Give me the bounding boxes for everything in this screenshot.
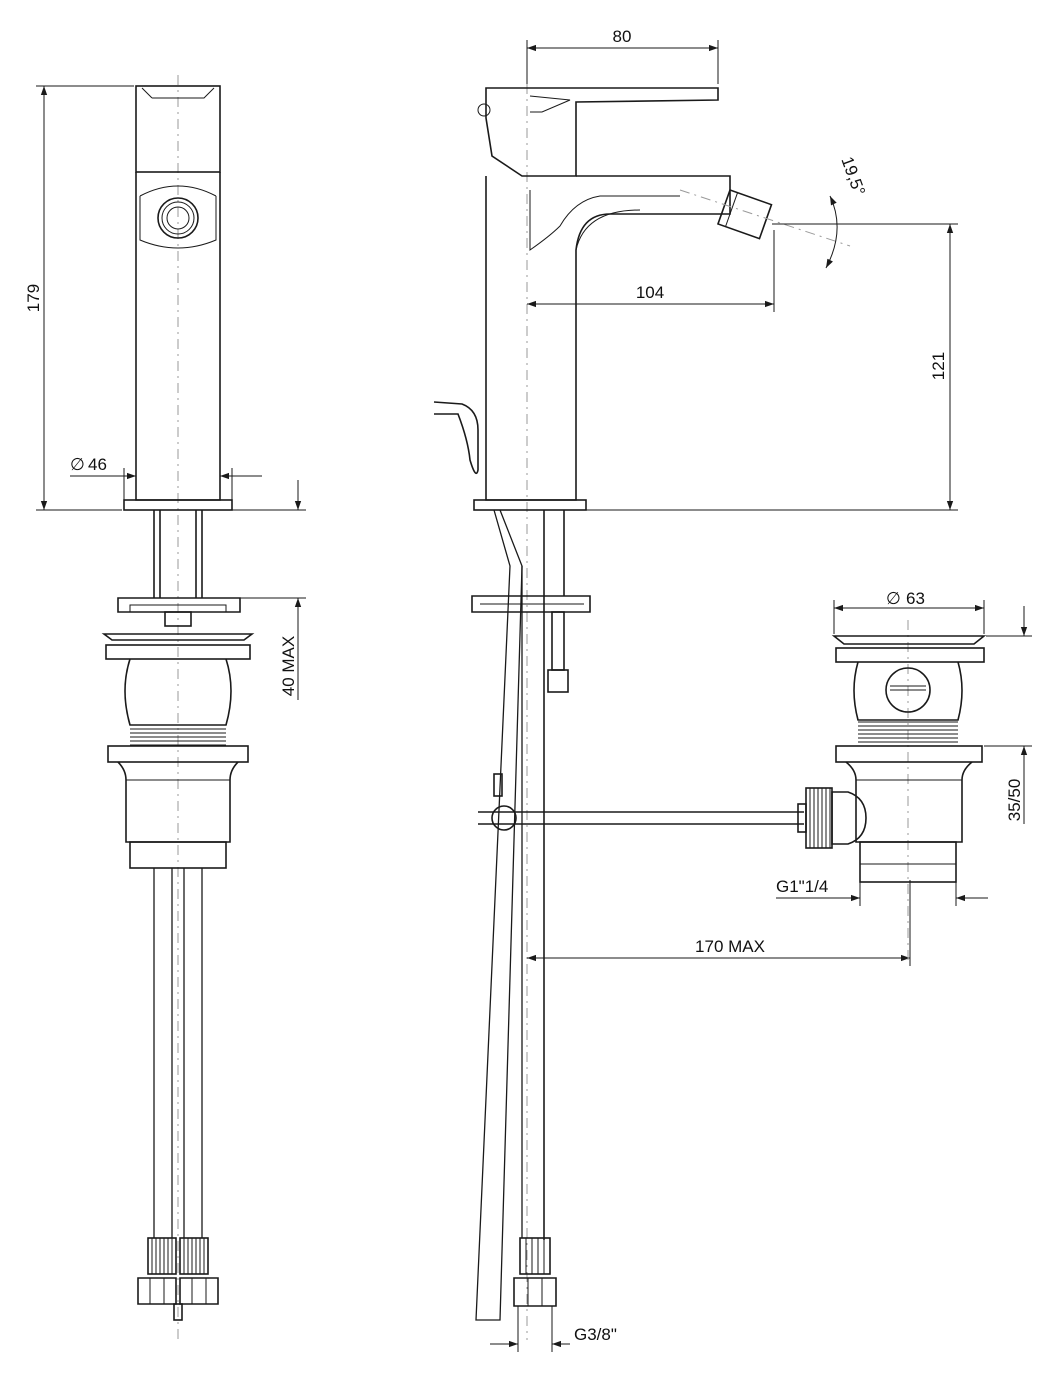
front-view: 179 ∅ 46 40 MAX xyxy=(24,75,306,1340)
diameter-symbol: ∅ xyxy=(70,455,85,474)
dim-waste-thread: G1"1/4 xyxy=(776,877,828,896)
dim-handle-length: 80 xyxy=(613,27,632,46)
dim-spout-height: 121 xyxy=(929,352,948,380)
side-view: 80 104 121 19,5° 170 MAX G3/8" xyxy=(433,27,958,1352)
bidet-spray-head xyxy=(716,188,773,240)
knurled-nut xyxy=(809,788,831,848)
dim-spout-angle: 19,5° xyxy=(837,154,868,198)
waste-thread-lines xyxy=(858,721,958,743)
dim-hose-connection: G3/8" xyxy=(574,1325,617,1344)
diameter-symbol-waste: ∅ xyxy=(886,589,901,608)
dim-overall-height: 179 xyxy=(24,284,43,312)
dim-thickness-max: 40 MAX xyxy=(279,636,298,696)
dim-rod-length-max: 170 MAX xyxy=(695,937,765,956)
dim-base-diameter: 46 xyxy=(88,455,107,474)
dim-waste-height-range: 35/50 xyxy=(1005,779,1024,822)
dim-waste-diameter: 63 xyxy=(906,589,925,608)
front-hose-nuts xyxy=(137,1237,219,1321)
waste-detail: ∅ 63 35/50 G1"1/4 xyxy=(776,589,1032,960)
front-thread xyxy=(130,724,226,746)
dim-spout-reach: 104 xyxy=(636,283,664,302)
